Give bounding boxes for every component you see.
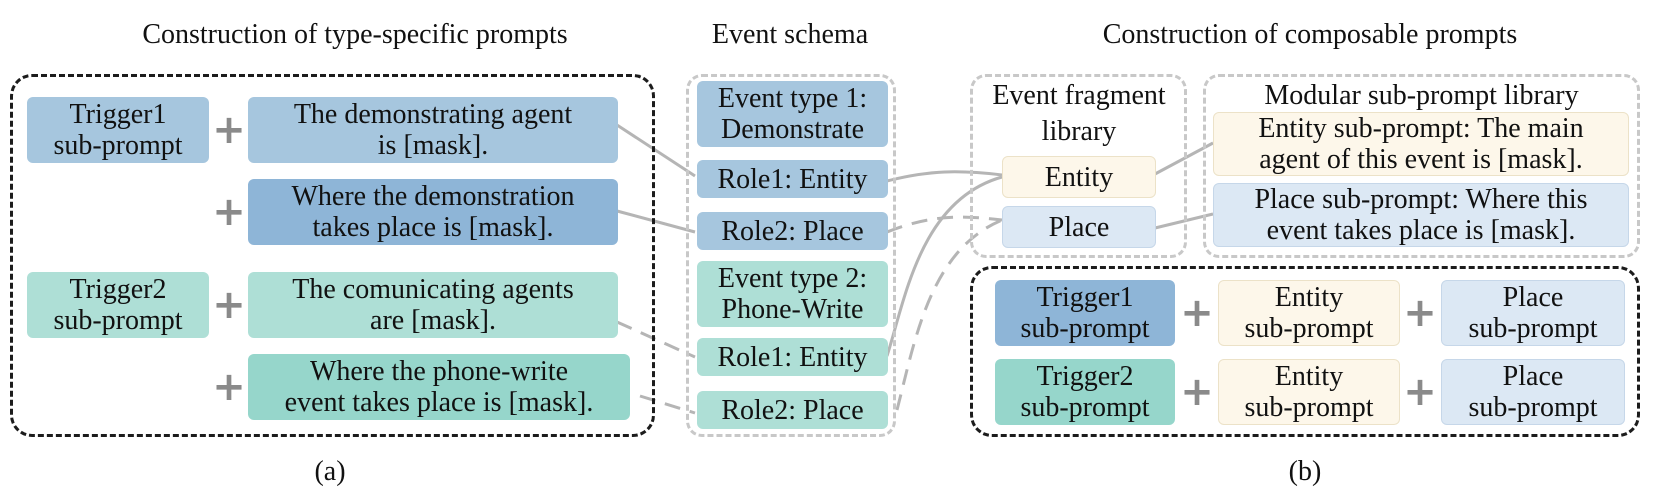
event2-role2-place: Role2: Place bbox=[697, 391, 888, 429]
link-prompt3-role1 bbox=[616, 320, 696, 359]
link-role2-place bbox=[886, 215, 1003, 234]
heading-event-schema: Event schema bbox=[711, 19, 869, 50]
composed-prompts-frame bbox=[970, 266, 1640, 437]
subprompt-library-title: Modular sub-prompt library bbox=[1264, 80, 1579, 111]
event-type-1: Event type 1:Demonstrate bbox=[697, 81, 888, 147]
caption-a: (a) bbox=[314, 456, 346, 487]
event2-role1-entity: Role1: Entity bbox=[697, 338, 888, 376]
event1-role1-entity: Role1: Entity bbox=[697, 160, 888, 198]
caption-b: (b) bbox=[1288, 456, 1322, 487]
event-schema-frame bbox=[686, 74, 896, 437]
event1-role2-place: Role2: Place bbox=[697, 212, 888, 250]
heading-type-specific: Construction of type-specific prompts bbox=[142, 19, 568, 50]
link-prompt2-role2 bbox=[616, 209, 696, 234]
link-role1-entity bbox=[886, 170, 1003, 183]
plus-icon: + bbox=[212, 189, 246, 235]
fragment-place: Place bbox=[1002, 206, 1156, 248]
fragment-entity: Entity bbox=[1002, 156, 1156, 198]
event-type-2: Event type 2:Phone-Write bbox=[697, 261, 888, 327]
plus-icon: + bbox=[1180, 290, 1214, 336]
link-event2-role2-place bbox=[895, 218, 1003, 411]
plus-icon: + bbox=[1403, 290, 1437, 336]
event-fragment-frame bbox=[970, 74, 1187, 258]
heading-composable: Construction of composable prompts bbox=[1102, 19, 1518, 50]
plus-icon: + bbox=[212, 107, 246, 153]
link-prompt1-role1 bbox=[616, 123, 696, 178]
link-prompt4-role2 bbox=[639, 394, 696, 415]
plus-icon: + bbox=[1403, 369, 1437, 415]
plus-icon: + bbox=[212, 282, 246, 328]
subprompt-library-frame bbox=[1203, 74, 1640, 258]
type-specific-frame bbox=[10, 74, 655, 437]
plus-icon: + bbox=[1180, 369, 1214, 415]
plus-icon: + bbox=[212, 364, 246, 410]
